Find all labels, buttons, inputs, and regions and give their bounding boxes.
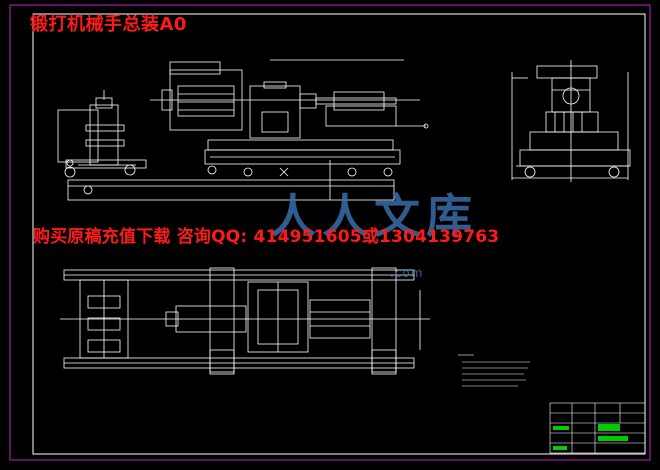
technical-notes [458, 354, 530, 387]
purchase-contact-text: 购买原稿充值下载 咨询QQ: 414951605或1304139763 [33, 227, 500, 247]
inner-border [32, 13, 646, 455]
watermark-logo: 人人文库 [270, 189, 478, 243]
drawing-title: 锻打机械手总装A0 [30, 14, 187, 35]
title-block [549, 402, 646, 454]
watermark-domain: .com [390, 266, 424, 280]
front-elevation-view [57, 59, 429, 201]
plan-view [60, 267, 430, 375]
side-elevation-view [511, 60, 631, 182]
outer-frame [9, 4, 651, 461]
